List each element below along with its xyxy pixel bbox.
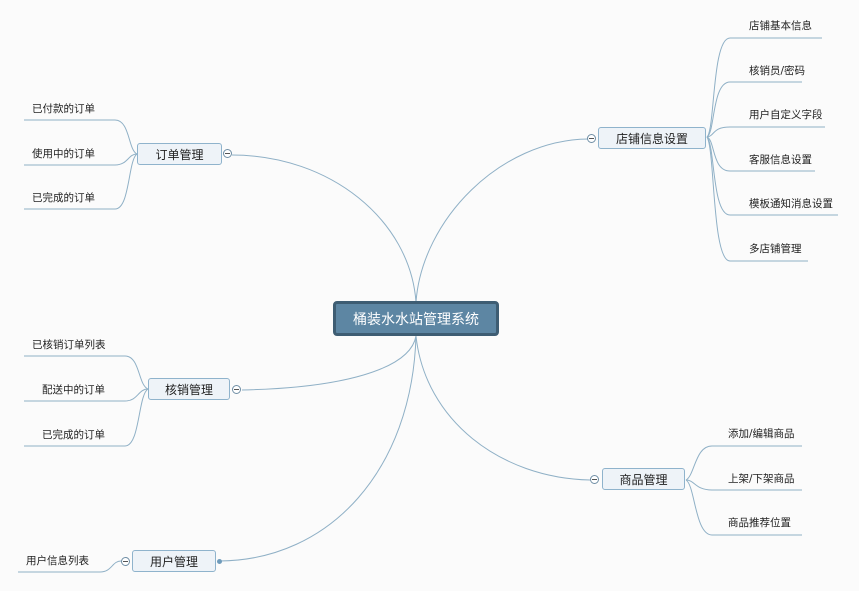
minus-circle-icon[interactable] <box>223 149 232 158</box>
minus-circle-icon[interactable] <box>590 475 599 484</box>
branch-store-label: 店铺信息设置 <box>615 131 688 146</box>
leaf-products-1[interactable]: 添加/编辑商品 <box>728 428 795 440</box>
connector-root-users <box>219 335 417 562</box>
connector-store-1 <box>706 37 822 138</box>
minus-circle-icon[interactable] <box>587 134 596 143</box>
connector-products-3 <box>685 479 802 536</box>
branch-orders-label: 订单管理 <box>155 147 204 162</box>
dot-icon[interactable] <box>217 559 222 564</box>
leaf-verify-1[interactable]: 已核销订单列表 <box>32 339 106 351</box>
connector-store-4 <box>706 136 815 172</box>
branch-orders[interactable]: 订单管理 <box>137 143 222 165</box>
leaf-store-1[interactable]: 店铺基本信息 <box>749 20 812 32</box>
branch-verify-label: 核销管理 <box>164 382 213 397</box>
leaf-store-4[interactable]: 客服信息设置 <box>749 154 812 166</box>
connector-store-5 <box>706 136 838 216</box>
leaf-orders-1[interactable]: 已付款的订单 <box>32 103 95 115</box>
leaf-products-3[interactable]: 商品推荐位置 <box>728 517 791 529</box>
connector-verify-3 <box>24 388 149 447</box>
leaf-store-3[interactable]: 用户自定义字段 <box>749 109 823 121</box>
leaf-store-2[interactable]: 核销员/密码 <box>749 65 806 77</box>
connector-orders-2 <box>24 153 138 166</box>
connector-root-products <box>415 335 591 481</box>
connector-users-1 <box>18 560 122 573</box>
connector-root-orders <box>231 154 417 303</box>
connector-products-1 <box>685 445 802 481</box>
branch-users[interactable]: 用户管理 <box>132 550 216 572</box>
minus-circle-icon[interactable] <box>121 557 130 566</box>
connector-orders-3 <box>24 153 138 210</box>
branch-products[interactable]: 商品管理 <box>602 468 685 490</box>
leaf-orders-3[interactable]: 已完成的订单 <box>32 192 95 204</box>
leaf-store-6[interactable]: 多店铺管理 <box>749 243 802 255</box>
branch-store[interactable]: 店铺信息设置 <box>598 127 706 149</box>
branch-verify[interactable]: 核销管理 <box>148 378 230 400</box>
connector-root-verify <box>241 335 417 391</box>
connector-store-3 <box>706 126 825 138</box>
branch-products-label: 商品管理 <box>619 472 668 487</box>
connector-verify-1 <box>24 355 149 390</box>
connector-products-2 <box>685 479 802 491</box>
connector-store-6 <box>706 136 808 262</box>
minus-circle-icon[interactable] <box>232 385 241 394</box>
leaf-store-5[interactable]: 模板通知消息设置 <box>749 198 833 210</box>
connector-orders-1 <box>24 119 138 155</box>
branch-users-label: 用户管理 <box>149 554 198 569</box>
leaf-orders-2[interactable]: 使用中的订单 <box>32 148 95 160</box>
leaf-users-1[interactable]: 用户信息列表 <box>26 555 89 567</box>
root-node[interactable]: 桶装水水站管理系统 <box>333 301 499 336</box>
leaf-verify-2[interactable]: 配送中的订单 <box>42 384 105 396</box>
connector-store-2 <box>706 81 802 138</box>
leaf-verify-3[interactable]: 已完成的订单 <box>42 429 105 441</box>
connector-root-store <box>415 138 589 303</box>
connector-verify-2 <box>24 388 149 402</box>
root-label: 桶装水水站管理系统 <box>353 311 479 328</box>
leaf-products-2[interactable]: 上架/下架商品 <box>728 473 795 485</box>
